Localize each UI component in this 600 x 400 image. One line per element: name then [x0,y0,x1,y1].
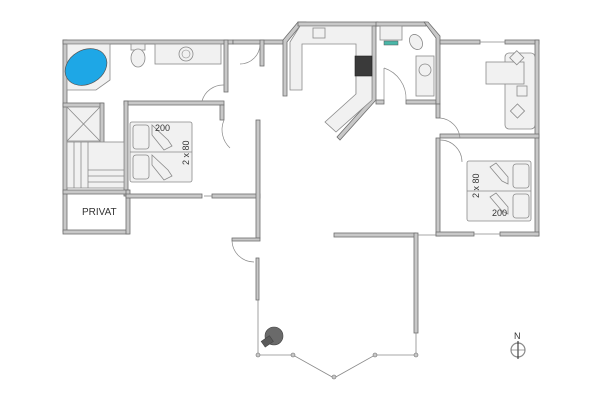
wall-shower-right [99,102,105,144]
bed-right-length: 200 [492,208,507,218]
bed-left: 200 2 x 80 [129,121,193,183]
wall-bedroom-bottom-2 [211,193,261,199]
wall-privat-right [125,189,131,235]
door-bedroom-right[interactable] [439,139,463,163]
wall-bedroom2-bottom-2 [499,231,540,237]
compass-north-label: N [514,331,521,341]
compass: N [510,331,526,359]
door-entry[interactable] [231,240,255,263]
wc-fan [383,40,399,46]
wall-living-bottom [439,133,540,139]
sink-wc [418,63,432,77]
wall-living-left-lower [255,257,260,301]
wall-bedroom-bottom [125,193,203,199]
room-label-privat: PRIVAT [82,207,117,218]
wood-stove [260,326,284,348]
wall-annex-top [333,232,417,238]
wall-bottom-privat [62,229,130,235]
wall-bedroom-left [123,100,129,197]
wc-cabinet [379,25,403,41]
bed-left-size: 2 x 80 [181,140,191,165]
wall-living-top-2 [504,39,540,45]
wall-living-top [439,39,481,45]
wall-privat-top [62,189,130,195]
wall-wc-bottom [405,99,437,105]
doors [201,43,463,263]
bed-right-size: 2 x 80 [471,173,481,198]
wall-bedroom-top [123,100,225,106]
stove [354,55,373,77]
wall-hall-stub [259,39,265,67]
bed-left-length: 200 [155,123,170,133]
toilet-wc [409,34,423,50]
kitchen-sink [312,27,326,39]
wall-annex-right [413,232,419,334]
wall-shower-top [62,102,104,108]
furniture: PRIVAT 200 2 x 80 [64,25,536,348]
wall-bedroom2-left [435,137,441,237]
wall-living-left-stub [435,103,441,119]
door-bedroom-left[interactable] [221,119,231,149]
sink-left [178,46,194,62]
wall-bath-right [223,39,229,93]
sofa [485,50,536,130]
wall-bedroom-right-stub [219,104,225,121]
door-bath[interactable] [201,84,225,102]
door-wc[interactable] [383,67,407,101]
bed-right: 200 2 x 80 [466,160,532,222]
hot-tub [64,48,108,86]
wall-entry-stub [231,237,261,242]
wall-wc-top [375,21,427,27]
wall-bedroom2-bottom [435,231,475,237]
sauna-benches [66,141,125,189]
door-living[interactable] [439,117,461,139]
wall-top-left [62,39,234,45]
toilet-left [130,48,146,68]
wall-top-mid [232,39,284,45]
wall-living-left [255,119,261,239]
wall-kitchen-top [297,21,379,27]
door-hall[interactable] [239,43,261,65]
wall-wc-door-left [375,99,385,105]
